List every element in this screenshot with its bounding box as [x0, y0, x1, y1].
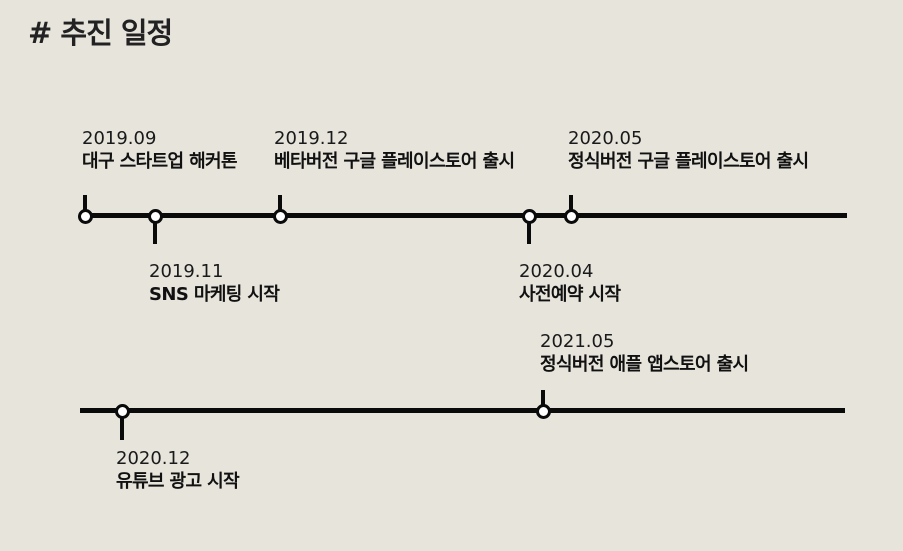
milestone-tick: [120, 418, 124, 440]
milestone-tick: [527, 222, 531, 244]
milestone-tick: [541, 390, 545, 412]
milestone-dot: [273, 209, 288, 224]
milestone-event: 사전예약 시작: [519, 284, 621, 305]
milestone-tick: [153, 222, 157, 244]
milestone-label: 2020.04 사전예약 시작: [519, 260, 621, 306]
milestone-tick: [83, 195, 87, 217]
timeline-line-2: [80, 408, 845, 413]
milestone-dot: [115, 404, 130, 419]
milestone-dot: [148, 209, 163, 224]
milestone-dot: [536, 404, 551, 419]
milestone-date: 2019.11: [149, 261, 224, 282]
milestone-dot: [522, 209, 537, 224]
timeline-line-1: [80, 213, 847, 218]
milestone-label: 2020.05 정식버전 구글 플레이스토어 출시: [568, 127, 809, 173]
milestone-label: 2019.09 대구 스타트업 해커톤: [82, 127, 238, 173]
milestone-label: 2019.11 SNS 마케팅 시작: [149, 260, 280, 306]
milestone-dot: [78, 209, 93, 224]
milestone-date: 2020.05: [568, 128, 643, 149]
milestone-event: 정식버전 구글 플레이스토어 출시: [568, 151, 809, 172]
milestone-date: 2019.09: [82, 128, 157, 149]
milestone-event: 유튜브 광고 시작: [116, 471, 240, 492]
milestone-date: 2020.12: [116, 448, 191, 469]
milestone-event: 대구 스타트업 해커톤: [82, 151, 238, 172]
milestone-event: SNS 마케팅 시작: [149, 284, 280, 305]
milestone-tick: [569, 195, 573, 217]
milestone-dot: [564, 209, 579, 224]
milestone-date: 2021.05: [540, 331, 615, 352]
milestone-date: 2020.04: [519, 261, 594, 282]
milestone-event: 베타버전 구글 플레이스토어 출시: [274, 151, 515, 172]
milestone-label: 2020.12 유튜브 광고 시작: [116, 447, 240, 493]
page-title: # 추진 일정: [28, 16, 173, 50]
milestone-label: 2019.12 베타버전 구글 플레이스토어 출시: [274, 127, 515, 173]
milestone-date: 2019.12: [274, 128, 349, 149]
milestone-event: 정식버전 애플 앱스토어 출시: [540, 354, 749, 375]
milestone-tick: [278, 195, 282, 217]
milestone-label: 2021.05 정식버전 애플 앱스토어 출시: [540, 330, 749, 376]
